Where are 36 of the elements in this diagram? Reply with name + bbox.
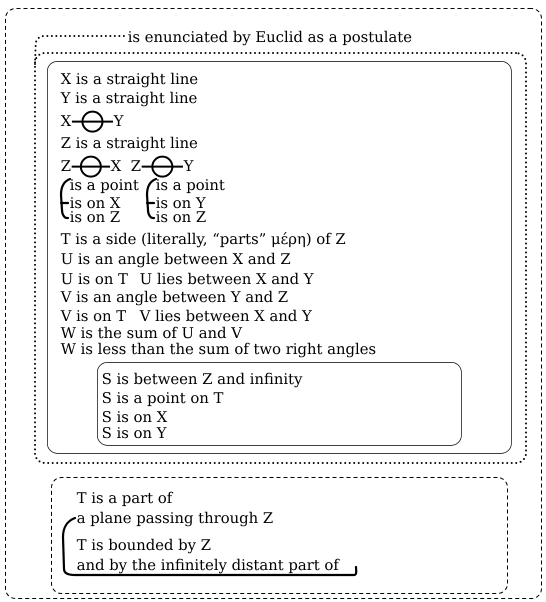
statement: W is less than the sum of two right angles [60, 342, 376, 358]
statement: is enunciated by Euclid as a postulate [128, 30, 412, 46]
statement: Y [114, 115, 124, 126]
statement: X [110, 160, 122, 171]
statement: Z [131, 160, 140, 171]
statement: S is between Z and infinity [102, 372, 302, 388]
statement: T is bounded by Z [76, 538, 210, 554]
statement: S is on X [102, 411, 168, 422]
statement: U lies between X and Y [140, 272, 314, 284]
statement: Y [184, 160, 194, 171]
statement: T is a part of [76, 492, 174, 506]
statement: X [60, 115, 72, 126]
statement: is on Z [70, 211, 120, 222]
statement: V is an angle between Y and Z [60, 290, 288, 306]
statement: is a point [156, 179, 225, 194]
statement: Z [61, 160, 70, 171]
statement: Z is a straight line [61, 136, 198, 152]
statement: U is on T [61, 273, 128, 284]
statement: V lies between X and Y [140, 310, 312, 322]
statement: S is a point on T [102, 392, 224, 406]
statement: W is the sum of U and V [60, 326, 242, 338]
statement: Y is a straight line [60, 92, 197, 106]
statement: T is a side (literally, “parts” μέρη) of Z [60, 232, 346, 248]
statement: X is a straight line [60, 72, 198, 88]
statement: a plane passing through Z [77, 512, 273, 526]
dashed-enclosure [5, 8, 542, 599]
rounded-box [97, 362, 462, 446]
statement: V is on T [60, 310, 126, 322]
statement: U is an angle between X and Z [61, 252, 290, 268]
statement: is on Y [156, 197, 206, 208]
dashed-enclosure [51, 477, 508, 594]
statement: is a point [70, 179, 139, 194]
statement: is on Z [156, 211, 206, 222]
statement: and by the infinitely distant part of [77, 558, 340, 574]
statement: S is on Y [102, 427, 167, 438]
statement: is on X [70, 197, 120, 208]
